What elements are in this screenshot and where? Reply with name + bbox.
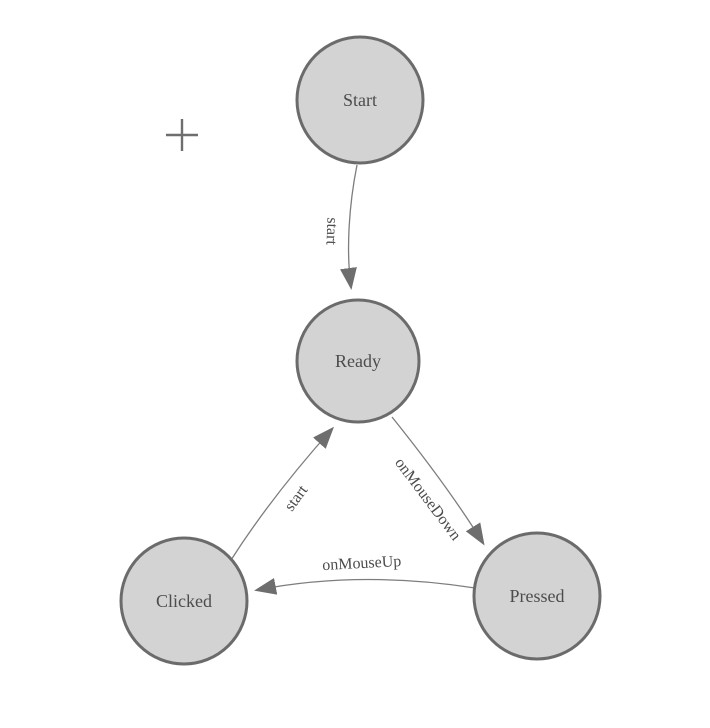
edge-start-to-ready: start bbox=[323, 164, 358, 290]
node-pressed[interactable]: Pressed bbox=[472, 531, 602, 661]
edge-label-ready-to-pressed: onMouseDown bbox=[391, 455, 464, 544]
edge-line-pressed-to-clicked[interactable] bbox=[254, 578, 476, 595]
node-circle-pressed[interactable] bbox=[472, 531, 602, 661]
edge-line-start-to-ready[interactable] bbox=[340, 164, 358, 290]
node-clicked[interactable]: Clicked bbox=[119, 536, 249, 666]
node-circle-clicked[interactable] bbox=[119, 536, 249, 666]
node-circle-start[interactable] bbox=[295, 35, 425, 165]
edge-pressed-to-clicked: onMouseUp bbox=[254, 553, 476, 595]
edge-label-clicked-to-ready: start bbox=[281, 482, 311, 515]
edge-clicked-to-ready: start bbox=[230, 426, 335, 561]
edge-label-start-to-ready: start bbox=[323, 217, 341, 246]
edge-label-pressed-to-clicked: onMouseUp bbox=[322, 553, 402, 574]
edge-line-ready-to-pressed[interactable] bbox=[391, 416, 485, 546]
plus-crosshair-icon bbox=[166, 119, 198, 151]
node-ready[interactable]: Ready bbox=[295, 298, 421, 424]
node-start[interactable]: Start bbox=[295, 35, 425, 165]
edge-ready-to-pressed: onMouseDown bbox=[391, 416, 485, 546]
edge-line-clicked-to-ready[interactable] bbox=[230, 426, 335, 561]
node-circle-ready[interactable] bbox=[295, 298, 421, 424]
